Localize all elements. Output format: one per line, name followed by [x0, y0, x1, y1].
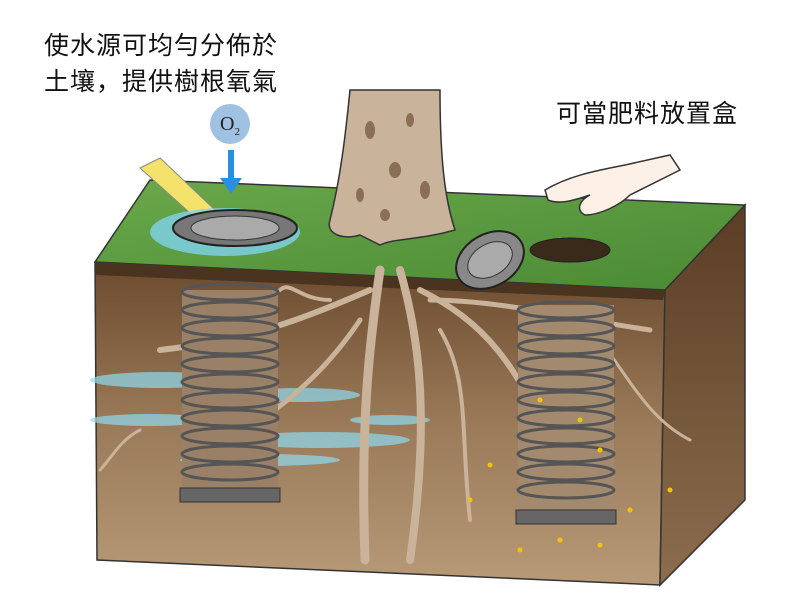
fertilizer-box-label: 可當肥料放置盒	[556, 99, 739, 128]
water-lid	[150, 208, 300, 256]
oxygen-arrow-icon	[220, 150, 242, 194]
oxygen-subscript: 2	[234, 126, 240, 138]
oxygen-bubble: O2	[210, 104, 250, 144]
water-distribution-label-line1: 使水源可均勻分佈於	[44, 31, 279, 60]
fertilizer-lid	[455, 230, 525, 290]
hand-icon	[544, 154, 682, 216]
tree-trunk	[328, 89, 456, 246]
fertilizer-tube	[467, 237, 673, 553]
water-aeration-tube	[179, 282, 281, 503]
oxygen-symbol: O	[220, 113, 235, 135]
water-distribution-label-line2: 土壤，提供樹根氧氣	[44, 67, 279, 96]
fertilizer-hole	[529, 237, 611, 263]
